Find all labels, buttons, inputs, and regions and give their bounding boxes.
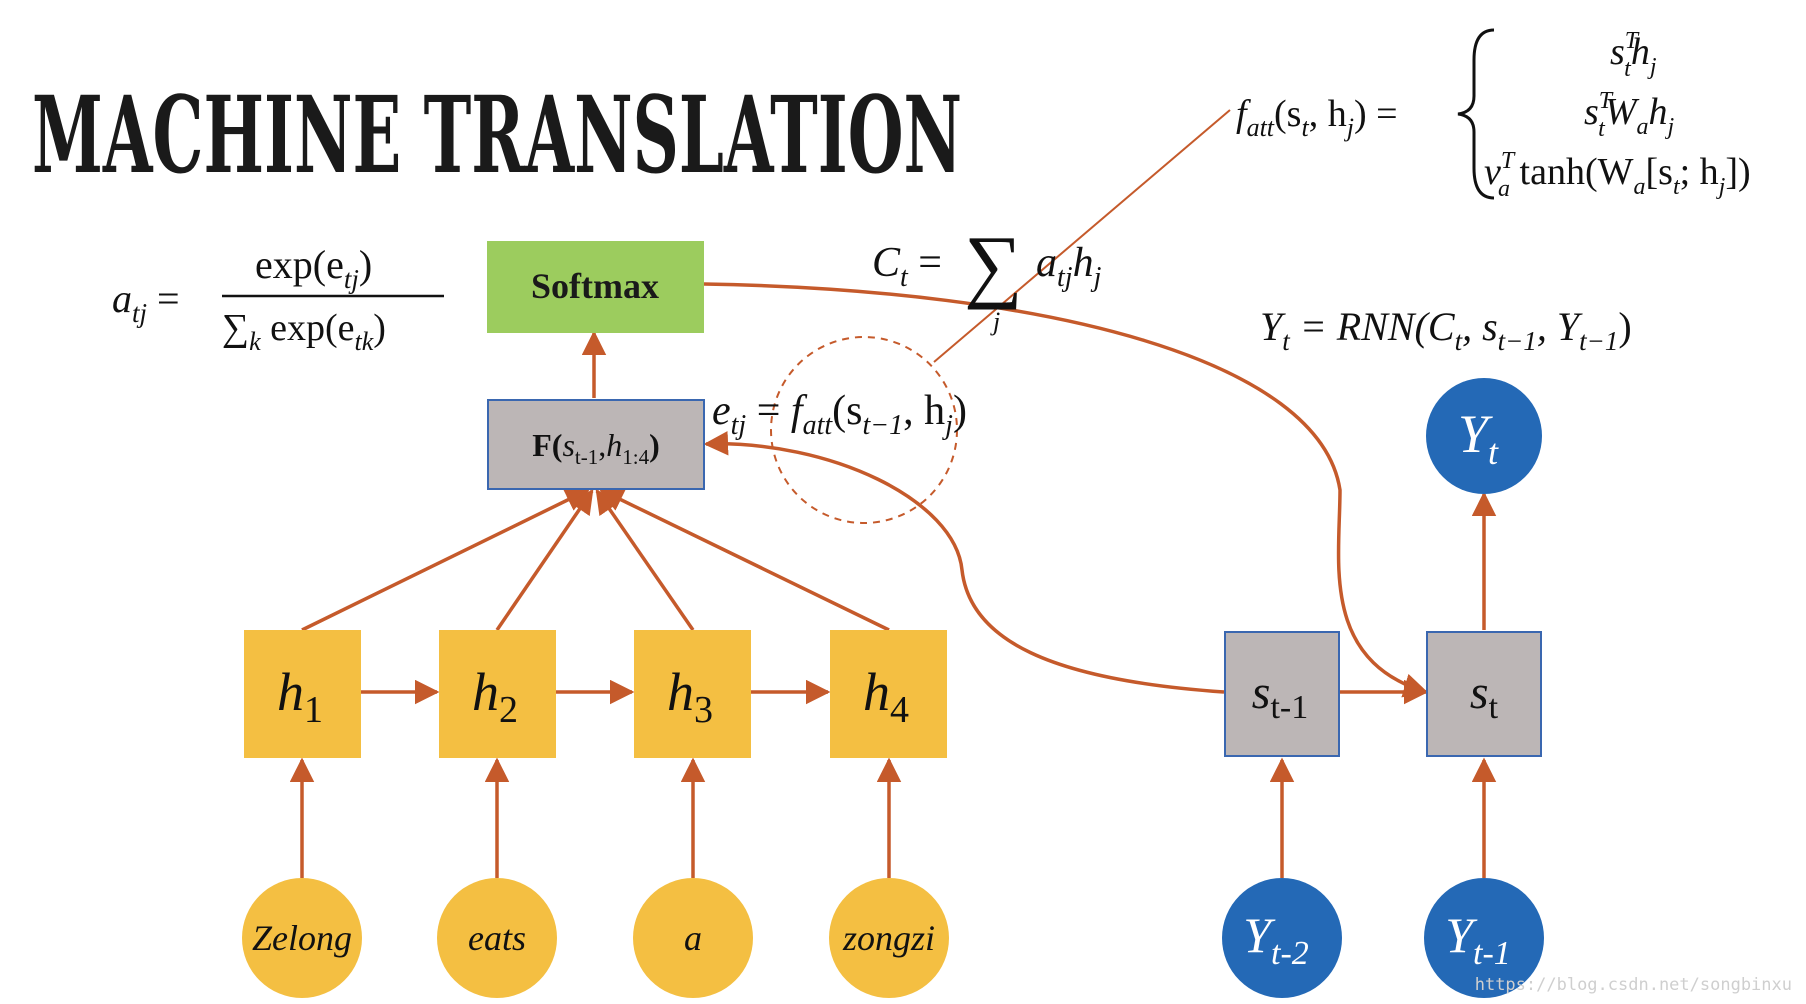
svg-text:∑k exp(etk): ∑k exp(etk)	[222, 307, 386, 356]
svg-text:Yt-1: Yt-1	[1445, 907, 1511, 972]
arrow-st1-f	[703, 431, 1225, 694]
svg-text:fatt(st, hj) =: fatt(st, hj) =	[1236, 93, 1398, 142]
svg-text:j: j	[990, 307, 1000, 336]
decoder-output-yt: Yt	[1426, 378, 1542, 494]
score-formula: etj = fatt(st−1, hj)	[712, 388, 967, 441]
rnn-formula: Yt = RNN(Ct, st−1, Yt−1)	[1260, 304, 1632, 356]
encoder-state-h2: h2	[439, 630, 556, 758]
svg-text:vTa tanh(Wa[st; hj]): vTa tanh(Wa[st; hj])	[1484, 148, 1751, 202]
svg-text:st-1: st-1	[1252, 666, 1308, 726]
input-word-a: a	[633, 878, 753, 998]
zoom-pointer-line	[933, 109, 1231, 363]
softmax-box: Softmax	[487, 241, 704, 333]
connectors	[289, 109, 1497, 878]
input-word-eats: eats	[437, 878, 557, 998]
input-word-zongzi: zongzi	[829, 878, 949, 998]
decoder-input-yt-1: Yt-1	[1424, 878, 1544, 998]
input-words: Zelong eats a zongzi	[242, 878, 949, 998]
svg-text:Ct =: Ct =	[872, 240, 942, 293]
svg-text:h3: h3	[667, 662, 713, 731]
svg-text:∑: ∑	[964, 219, 1022, 310]
attention-function-label: F(st-1,h1:4)	[532, 427, 659, 469]
softmax-label: Softmax	[531, 266, 659, 306]
encoder-states: h1 h2 h3 h4	[244, 630, 947, 758]
decoder-states: st-1 st	[1224, 631, 1542, 757]
svg-text:zongzi: zongzi	[842, 918, 935, 958]
input-word-zelong: Zelong	[242, 878, 362, 998]
zoom-circle	[770, 336, 958, 524]
arrow-softmax-st	[703, 282, 1429, 698]
encoder-state-h1: h1	[244, 630, 361, 758]
svg-text:h4: h4	[863, 662, 909, 731]
svg-text:etj = fatt(st−1, hj): etj = fatt(st−1, hj)	[712, 388, 967, 441]
svg-text:a: a	[684, 918, 702, 958]
svg-text:Yt: Yt	[1458, 404, 1499, 472]
svg-text:eats: eats	[468, 918, 526, 958]
attention-weight-formula: atj = exp(etj) ∑k exp(etk)	[112, 242, 444, 356]
decoder-state-st: st	[1426, 631, 1542, 757]
page-title: MACHINE TRANSLATION	[32, 72, 962, 197]
decoder-state-st-1: st-1	[1224, 631, 1340, 757]
arrow-h4-f	[598, 488, 890, 632]
cases-brace	[1457, 28, 1495, 200]
svg-text:h2: h2	[472, 662, 518, 731]
attention-function-box: F(st-1,h1:4)	[487, 399, 705, 490]
encoder-state-h3: h3	[634, 630, 751, 758]
svg-text:st: st	[1470, 666, 1499, 726]
decoder-inputs: Yt-2 Yt-1	[1222, 878, 1544, 998]
svg-text:exp(etj): exp(etj)	[255, 242, 372, 294]
svg-text:atj =: atj =	[112, 276, 180, 328]
watermark: https://blog.csdn.net/songbinxu	[1475, 975, 1792, 995]
arrow-h2-f	[495, 488, 594, 631]
decoder-input-yt-2: Yt-2	[1222, 878, 1342, 998]
svg-text:Zelong: Zelong	[252, 918, 352, 958]
svg-text:atjhj: atjhj	[1036, 240, 1102, 293]
svg-text:Yt = RNN(Ct, st−1, Yt−1): Yt = RNN(Ct, st−1, Yt−1)	[1260, 304, 1632, 356]
context-vector-formula: Ct = ∑ j atjhj	[872, 219, 1102, 336]
arrow-h3-f	[595, 488, 695, 631]
svg-text:h1: h1	[277, 662, 323, 731]
svg-text:Yt-2: Yt-2	[1243, 907, 1309, 972]
arrow-h1-f	[301, 488, 591, 632]
encoder-state-h4: h4	[830, 630, 947, 758]
